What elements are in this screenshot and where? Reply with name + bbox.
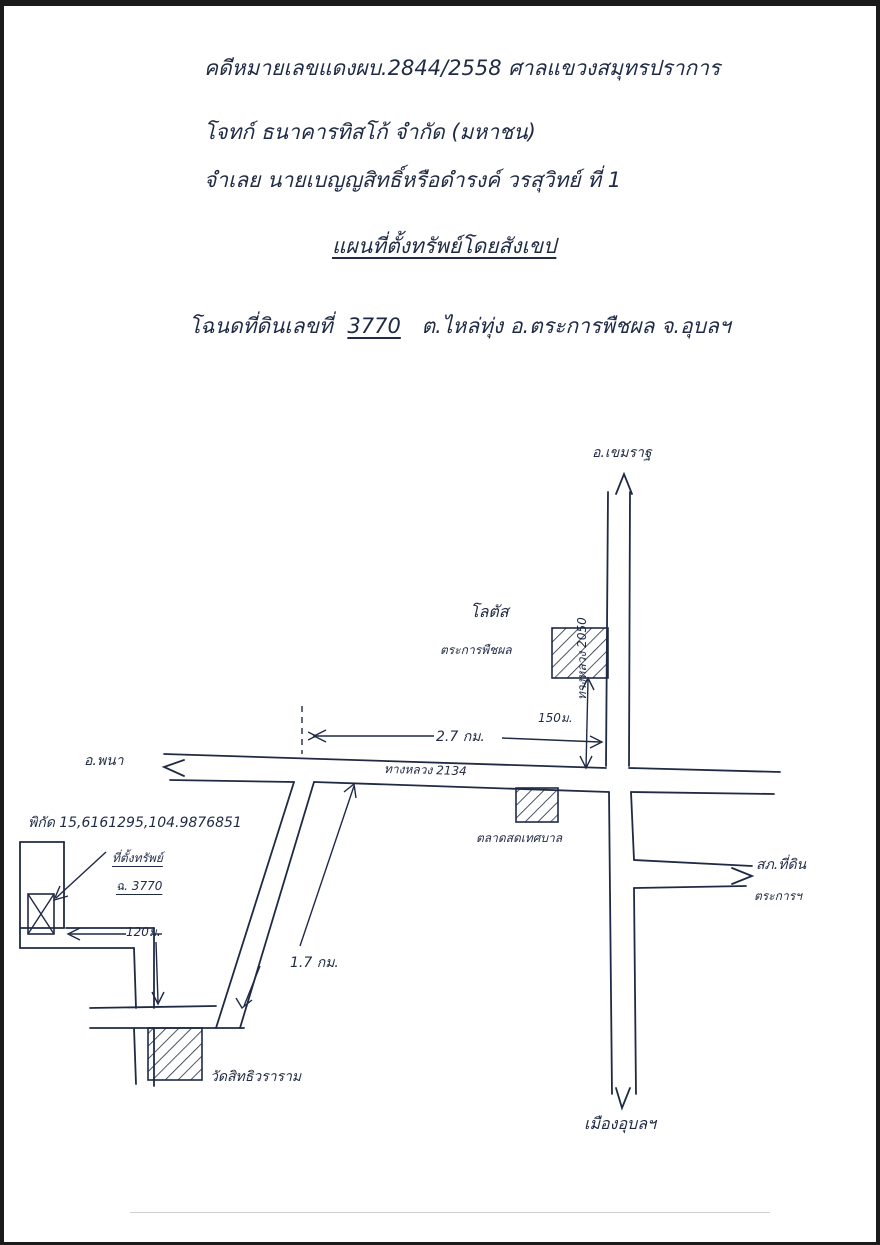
distance-120m: 120ม. [126,925,161,939]
south-destination: เมืองอุบลฯ [584,1114,656,1133]
location-sketch-map [19,471,781,1111]
bottom-rule [130,1212,770,1213]
dimension-lines [52,676,604,1010]
lotus-building [551,627,609,679]
east-destination-sub: ตระการฯ [754,889,802,903]
lotus-name: โลตัส [470,602,509,621]
case-number-line: คดีหมายเลขแดงผบ.2844/2558 ศาลแขวงสมุทรปร… [204,56,721,80]
east-destination: สภ.ที่ดิน [756,857,807,873]
plaintiff-line: โจทก์ ธนาคารทิสโก้ จำกัด (มหาชน) [204,120,536,144]
temple-building [147,1027,203,1081]
distance-150m: 150ม. [538,711,573,725]
map-title: แผนที่ตั้งทรัพย์โดยสังเขป [332,234,557,258]
property-deed: ฉ. 3770 [116,879,163,893]
lotus-subtitle: ตระการพืชผล [440,643,512,657]
deed-line: โฉนดที่ดินเลขที่ 3770 ต.ไหล่ทุ่ง อ.ตระกา… [189,316,731,337]
market-label: ตลาดสดเทศบาล [476,831,563,845]
coordinates-label: พิกัด 15,6161295,104.9876851 [28,815,242,831]
deed-number: 3770 [347,314,401,338]
vertical-highway-label: ทางหลวง 2050 [575,617,589,700]
horizontal-highway-label: ทางหลวง 2134 [383,761,467,779]
market-building [515,787,559,823]
document-page: คดีหมายเลขแดงผบ.2844/2558 ศาลแขวงสมุทรปร… [4,6,876,1242]
defendant-line: จำเลย นายเบญญสิทธิ์หรือดำรงค์ วรสุวิทย์ … [204,168,622,192]
road-lines [19,471,781,1111]
deed-location: ต.ไหล่ทุ่ง อ.ตระการพืชผล จ.อุบลฯ [421,314,731,338]
distance-1-7km: 1.7 กม. [290,955,339,971]
distance-2-7km: 2.7 กม. [436,729,485,745]
west-destination: อ.พนา [84,753,124,769]
temple-label: วัดสิทธิวราราม [210,1069,302,1085]
property-plot [27,893,55,935]
property-label: ที่ตั้งทรัพย์ [112,851,163,865]
property-cross [27,893,55,935]
north-destination: อ.เขมราฐ [592,445,652,461]
deed-label: โฉนดที่ดินเลขที่ [189,314,333,338]
